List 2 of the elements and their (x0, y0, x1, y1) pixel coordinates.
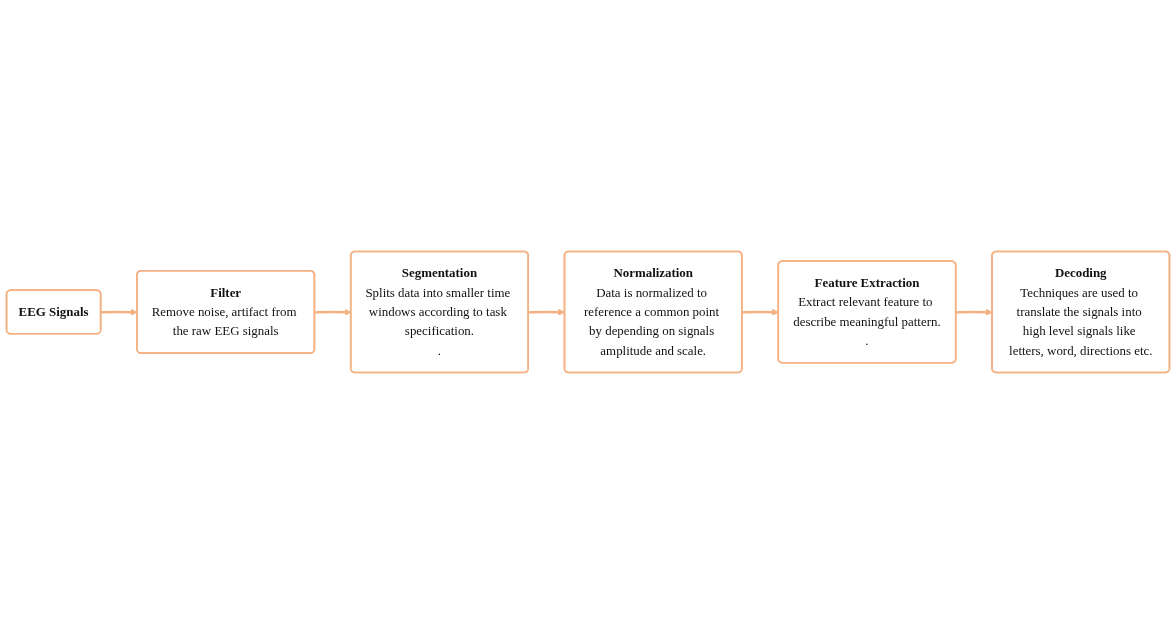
arrow (956, 308, 993, 316)
arrow (742, 308, 779, 316)
